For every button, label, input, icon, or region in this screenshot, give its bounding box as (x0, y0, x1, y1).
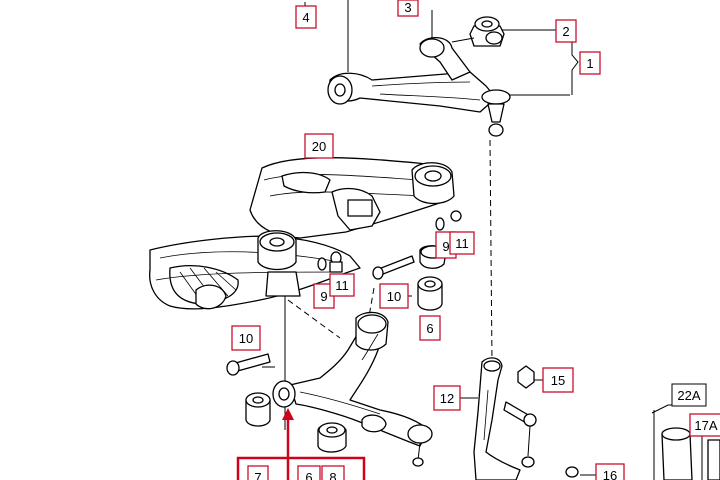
callout-6-lower-text: 6 (305, 470, 312, 480)
callout-4: 4 (295, 5, 317, 29)
callout-16: 16 (595, 463, 625, 480)
callout-3: 3 (397, 0, 419, 17)
knuckle (473, 357, 521, 480)
callout-22a: 22A (671, 383, 707, 407)
callout-1: 1 (579, 51, 601, 75)
callout-11-upper: 11 (449, 231, 475, 255)
callout-11-upper-text: 11 (455, 236, 469, 251)
callout-3-text: 3 (404, 0, 411, 15)
callout-9-lower-text: 9 (320, 289, 327, 304)
callout-11-lower: 11 (329, 273, 355, 297)
subframe (149, 157, 455, 310)
callout-6-right: 6 (419, 315, 441, 341)
callout-2-text: 2 (562, 24, 569, 39)
callout-12: 12 (433, 385, 461, 411)
upper-control-arm (327, 16, 511, 137)
callout-6-lower: 6 (297, 465, 321, 480)
callout-12-text: 12 (440, 391, 454, 406)
right-partial-assembly (661, 427, 720, 480)
callout-7-text: 7 (254, 470, 261, 480)
callout-11-lower-text: 11 (335, 278, 349, 293)
callout-10-right-text: 10 (387, 289, 401, 304)
callout-8-text: 8 (329, 470, 336, 480)
callout-7: 7 (247, 465, 269, 480)
callout-6-right-text: 6 (426, 321, 433, 336)
highlight (236, 408, 366, 480)
callout-1-text: 1 (586, 56, 593, 71)
callout-16-text: 16 (603, 468, 617, 480)
callout-9-upper-text: 9 (442, 239, 449, 254)
callout-10-left-text: 10 (239, 331, 253, 346)
callout-20-text: 20 (312, 139, 326, 154)
leader-lines (262, 0, 703, 480)
callout-10-right: 10 (379, 283, 409, 309)
callout-20: 20 (304, 133, 334, 159)
callout-4-text: 4 (302, 10, 309, 25)
callout-17a: 17A (689, 413, 720, 437)
callout-8: 8 (321, 465, 345, 480)
lower-control-arm (272, 311, 433, 467)
callout-2: 2 (555, 19, 577, 43)
callout-15-text: 15 (551, 373, 565, 388)
callout-17a-text: 17A (694, 418, 717, 433)
callout-22a-text: 22A (677, 388, 700, 403)
callout-15: 15 (542, 367, 574, 393)
callout-10-left: 10 (231, 325, 261, 351)
